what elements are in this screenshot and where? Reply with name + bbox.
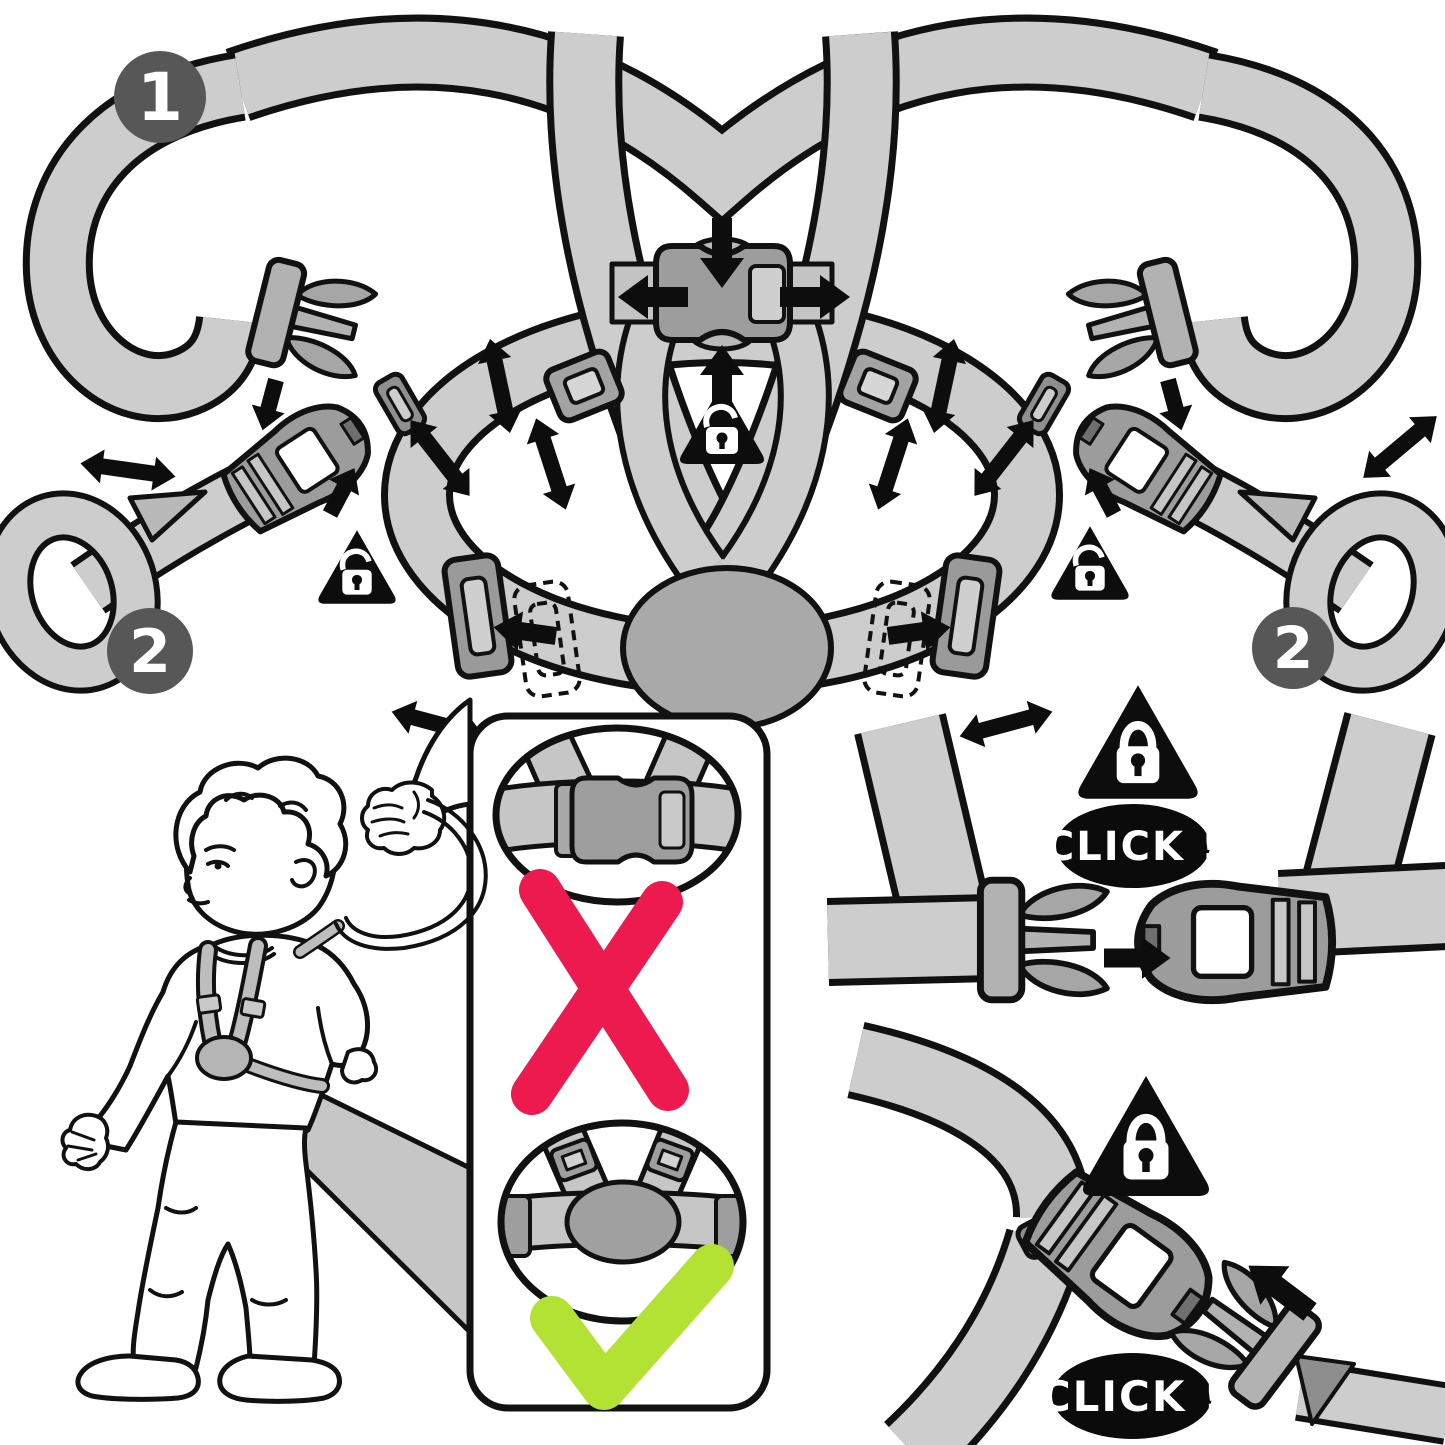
child-figure — [60, 755, 379, 1404]
adjust-arrow-far-left — [78, 446, 178, 494]
adult-hand — [360, 697, 473, 856]
wrong-usage-circle — [492, 724, 742, 1115]
connect-buckle-panel: CLICK ! — [826, 685, 1445, 1000]
child-chest-pad — [195, 1035, 253, 1081]
buckle-click-section: CLICK ! CLICK ! — [826, 685, 1445, 1445]
child-back-hand — [340, 1047, 379, 1085]
male-buckle-a — [980, 880, 1107, 1000]
harness-overview-section: 1 2 2 — [0, 14, 1445, 753]
check-icon — [530, 1244, 734, 1410]
lock-closed-icon-b — [1083, 1076, 1209, 1196]
click-badge-top: CLICK ! — [1045, 804, 1221, 888]
child-ear — [290, 857, 317, 889]
click-label-bottom: CLICK ! — [1040, 1372, 1224, 1421]
click-badge-bottom: CLICK ! — [1040, 1353, 1224, 1439]
lock-closed-icon-a — [1078, 685, 1197, 799]
step-2-left-number: 2 — [129, 617, 171, 687]
click-label-top: CLICK ! — [1045, 824, 1221, 870]
right-male-buckle — [1066, 258, 1198, 386]
adjust-arrow-right-bottom — [955, 695, 1057, 753]
rein-handle-loop — [334, 798, 488, 951]
child-front-hand — [60, 1112, 110, 1171]
left-waist-adjuster — [441, 552, 515, 680]
shoulder-straps — [546, 31, 900, 589]
chest-pad — [620, 565, 834, 731]
child-front-shoe — [75, 1353, 201, 1402]
connect-waist-buckle-panel: CLICK ! — [847, 1021, 1445, 1445]
lock-open-icon-right — [1051, 526, 1128, 600]
adjust-arrow-far-right — [1352, 403, 1445, 491]
right-dashed-keeper — [862, 579, 932, 699]
lock-open-icon-left — [318, 530, 395, 604]
left-male-buckle — [246, 258, 378, 386]
usage-inset-panel — [466, 712, 771, 1412]
adjust-arrow-right-inner — [861, 413, 925, 515]
female-buckle-a — [1138, 884, 1332, 1000]
step-1-number: 1 — [137, 59, 183, 136]
step-2-left-badge: 2 — [107, 608, 193, 694]
step-2-right-badge: 2 — [1252, 607, 1334, 689]
right-waist-adjuster — [929, 552, 1003, 680]
right-shoulder-slider — [837, 348, 919, 424]
cross-icon — [511, 869, 689, 1115]
adjust-arrow-left-inner — [519, 413, 583, 515]
child-usage-section — [60, 697, 771, 1412]
step-1-badge: 1 — [114, 51, 206, 143]
step-2-right-number: 2 — [1273, 614, 1313, 682]
child-back-shoe — [217, 1353, 342, 1404]
waist-belt-top-strap — [22, 14, 1422, 422]
child-pants — [130, 1119, 320, 1371]
left-shoulder-slider — [543, 348, 625, 424]
